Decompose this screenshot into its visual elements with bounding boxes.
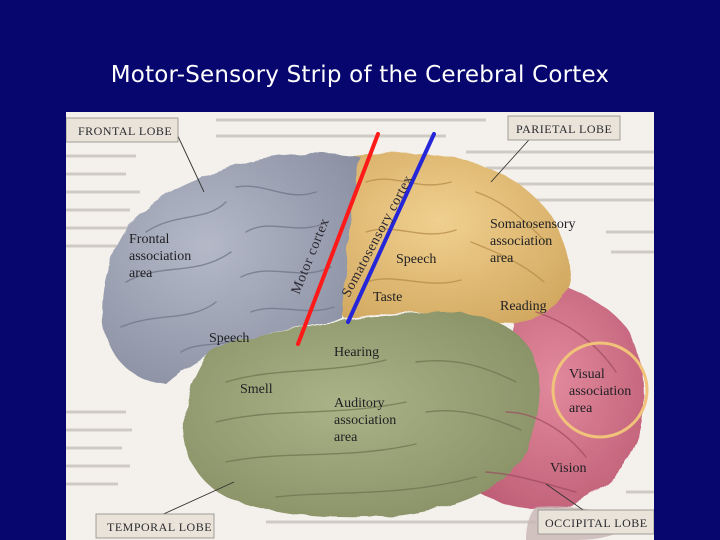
frontal-lobe: [102, 153, 361, 384]
frontal-lobe-text: FRONTAL LOBE: [78, 124, 172, 138]
speech-lower-label: Speech: [209, 331, 249, 346]
somato-assoc-line-2: association: [490, 234, 552, 249]
vision-label: Vision: [550, 461, 587, 476]
frontal-lobe-label: FRONTAL LOBE: [66, 117, 179, 143]
brain-diagram: FRONTAL LOBE PARIETAL LOBE TEMPORAL LOBE…: [66, 112, 654, 540]
somato-assoc-line-3: area: [490, 251, 514, 266]
page-text-lines: [66, 118, 654, 524]
auditory-assoc-line-3: area: [334, 430, 358, 445]
parietal-lobe-text: PARIETAL LOBE: [516, 122, 612, 136]
auditory-association-area-label: Auditory association area: [334, 396, 396, 445]
somato-assoc-line-1: Somatosensory: [490, 217, 576, 232]
visual-association-highlight-circle: [551, 341, 649, 439]
visual-association-area-label: Visual association area: [569, 367, 631, 416]
parietal-lobe: [332, 153, 571, 323]
reading-label: Reading: [500, 299, 547, 314]
frontal-assoc-line-2: association: [129, 249, 191, 264]
frontal-assoc-line-3: area: [129, 266, 153, 281]
temporal-lobe: [183, 311, 540, 518]
slide-title: Motor-Sensory Strip of the Cerebral Cort…: [110, 62, 610, 88]
parietal-lobe-label: PARIETAL LOBE: [507, 115, 621, 141]
occipital-lobe-text: OCCIPITAL LOBE: [545, 516, 648, 530]
auditory-assoc-line-2: association: [334, 413, 396, 428]
temporal-lobe-text: TEMPORAL LOBE: [107, 520, 212, 534]
visual-assoc-line-3: area: [569, 401, 593, 416]
visual-assoc-line-1: Visual: [569, 367, 605, 382]
frontal-association-area-label: Frontal association area: [129, 232, 191, 281]
auditory-assoc-line-1: Auditory: [334, 396, 385, 411]
frontal-assoc-line-1: Frontal: [129, 232, 170, 247]
brain-figure: FRONTAL LOBE PARIETAL LOBE TEMPORAL LOBE…: [66, 112, 654, 540]
motor-cortex-line: [296, 132, 380, 346]
gyri-texture: [120, 178, 617, 498]
visual-assoc-line-2: association: [569, 384, 631, 399]
smell-label: Smell: [240, 382, 273, 397]
speech-upper-label: Speech: [396, 252, 436, 267]
taste-label: Taste: [373, 290, 402, 305]
occipital-lobe-label: OCCIPITAL LOBE: [537, 509, 654, 535]
somatosensory-association-area-label: Somatosensory association area: [490, 217, 576, 266]
somatosensory-cortex-line: [346, 132, 436, 324]
temporal-lobe-label: TEMPORAL LOBE: [95, 513, 215, 539]
hearing-label: Hearing: [334, 345, 379, 360]
